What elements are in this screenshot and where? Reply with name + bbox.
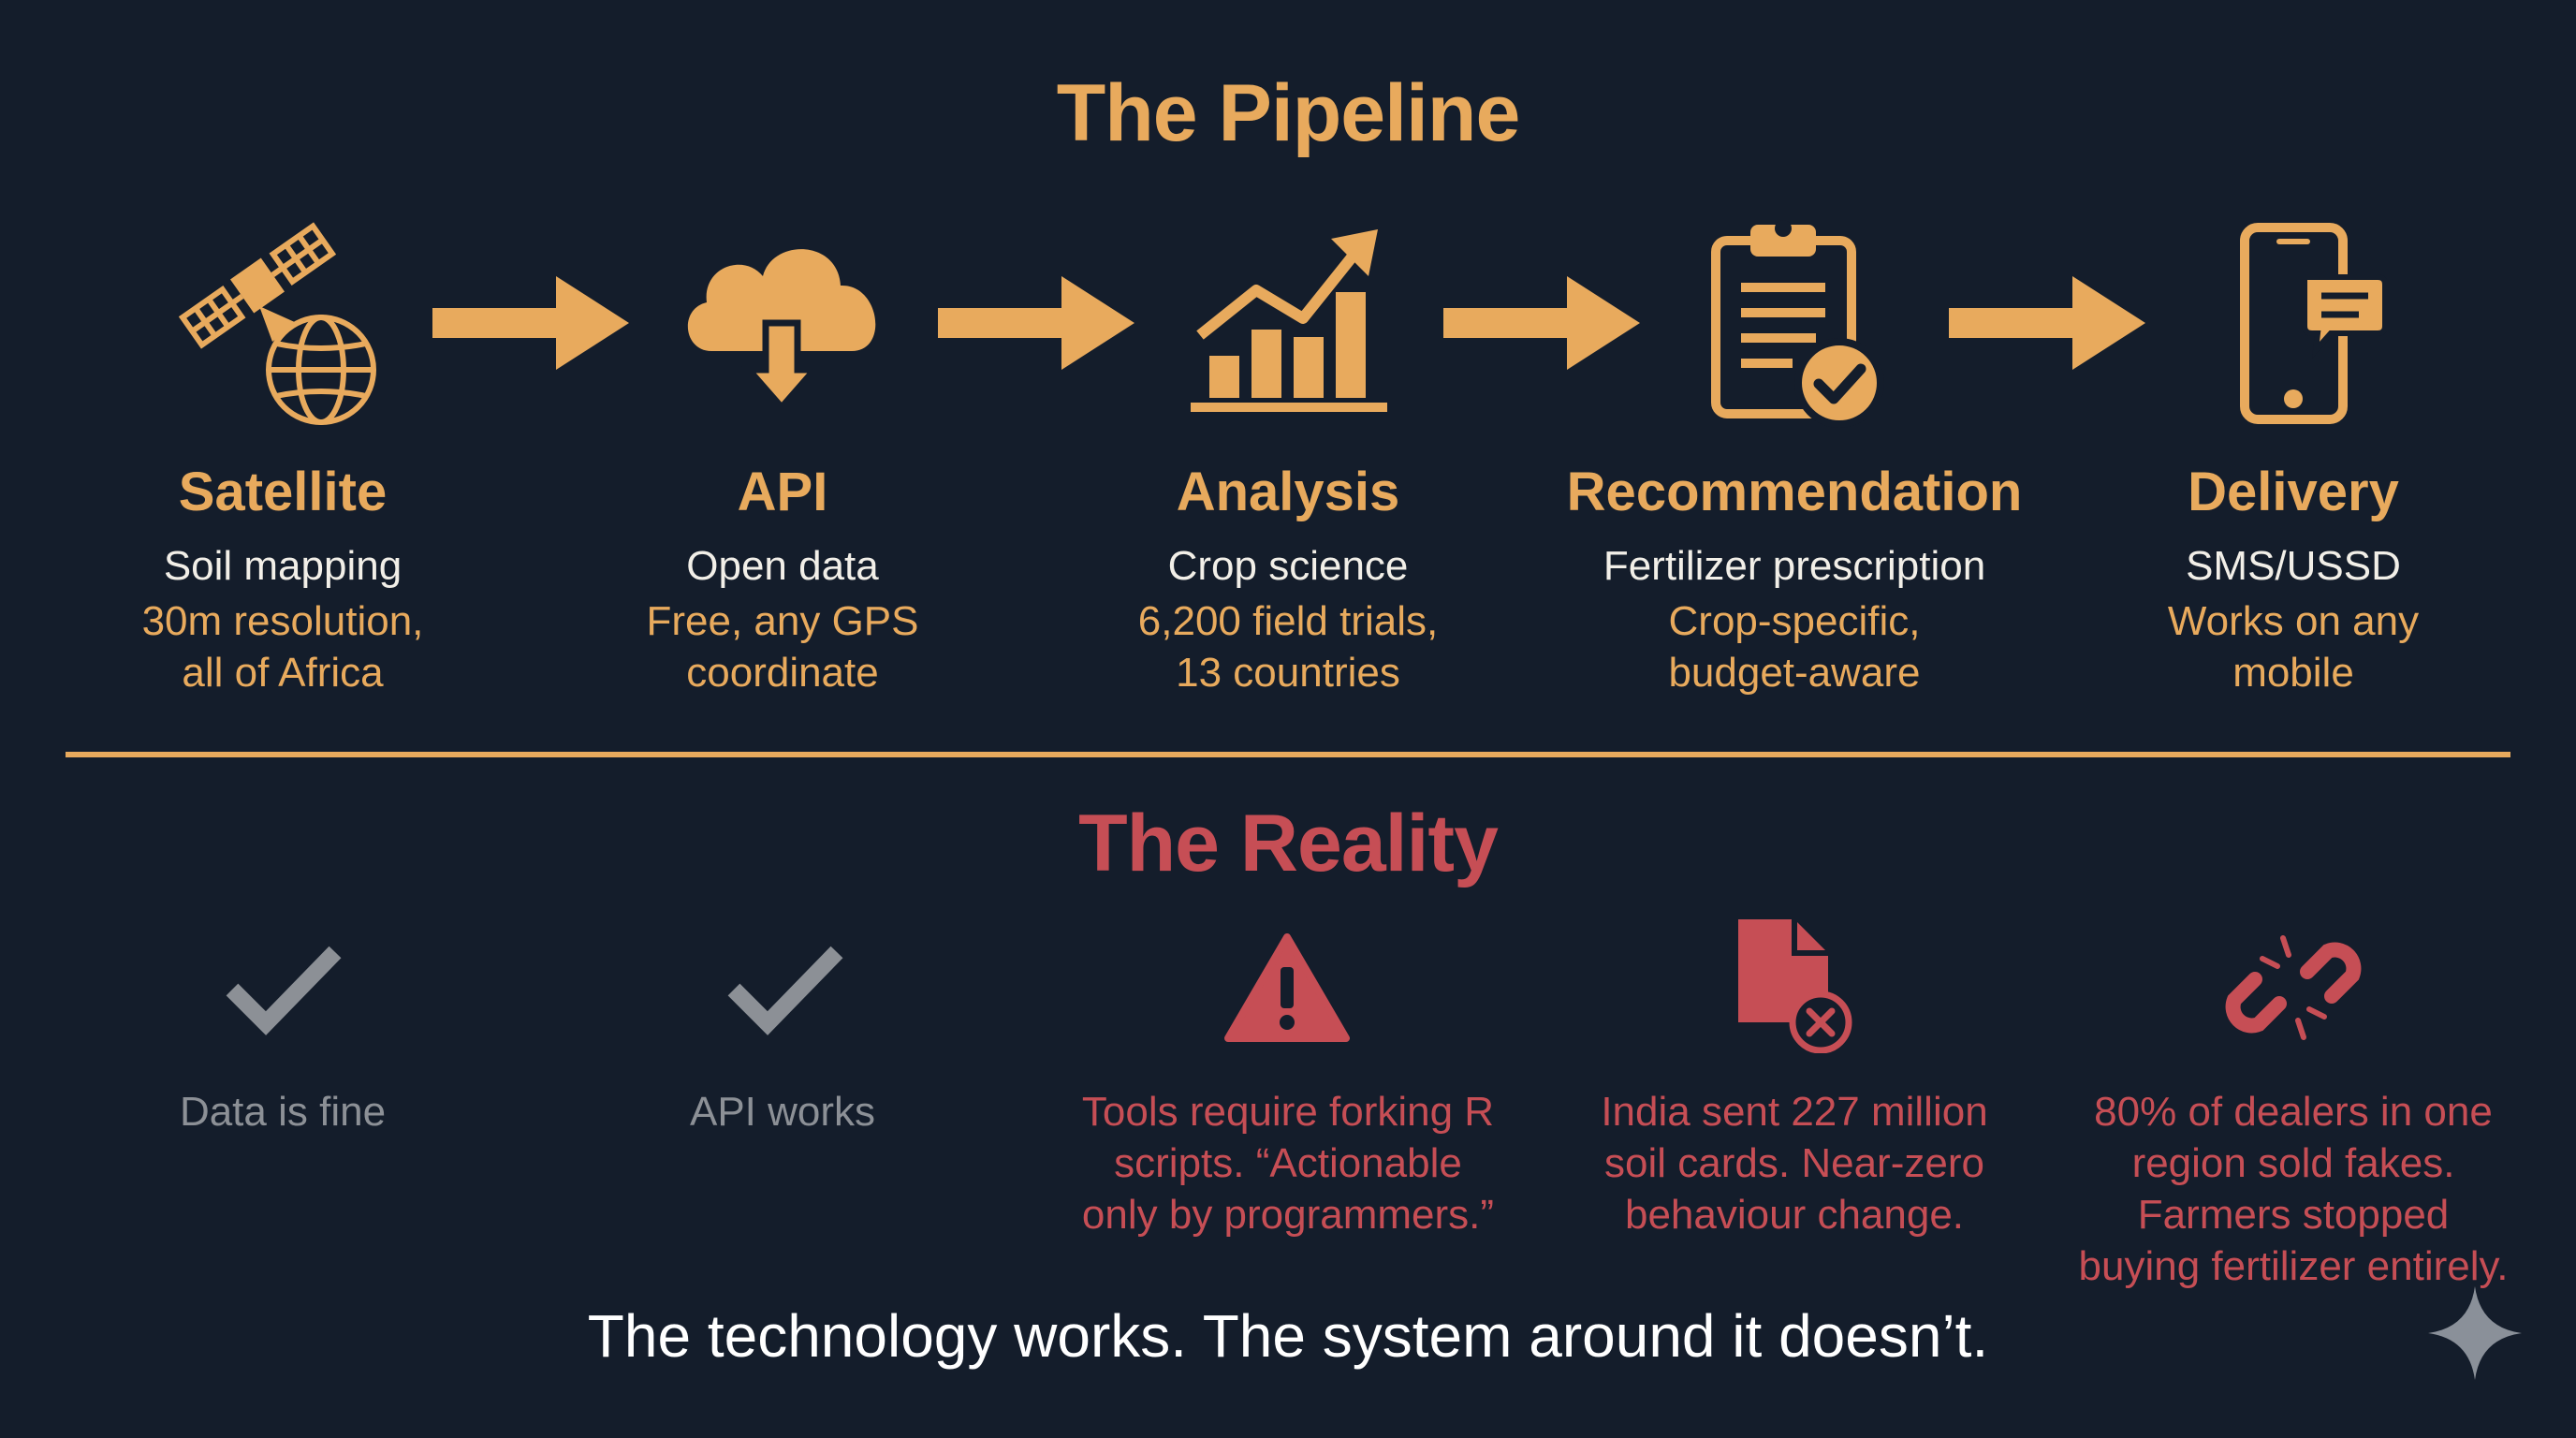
reality-title: The Reality <box>1078 799 1499 888</box>
stage-label-api: API <box>737 462 828 522</box>
reality-text-data: Data is fine <box>179 1089 387 1135</box>
reality-text-api: API works <box>689 1089 876 1135</box>
reality-text-soil-cards: India sent 227 million soil cards. Near-… <box>1601 1089 1988 1238</box>
section-divider <box>66 752 2510 757</box>
flow-arrow <box>1949 276 2145 370</box>
stage-detail-analysis: 6,200 field trials, 13 countries <box>1137 598 1439 696</box>
stage-sub-delivery: SMS/USSD <box>2186 543 2401 589</box>
stage-detail-delivery: Works on any mobile <box>2167 598 2420 696</box>
stage-detail-api: Free, any GPS coordinate <box>646 598 919 696</box>
clipboard-check-icon <box>1708 217 1891 428</box>
reality-text-tools: Tools require forking R scripts. “Action… <box>1081 1089 1495 1238</box>
checkmark-icon <box>723 941 846 1036</box>
stage-label-satellite: Satellite <box>178 462 388 522</box>
flow-arrow <box>938 276 1134 370</box>
stage-detail-recommendation: Crop-specific, budget-aware <box>1668 598 1921 696</box>
cloud-download-icon <box>674 229 889 417</box>
reality-text-dealers: 80% of dealers in one region sold fakes.… <box>2078 1089 2509 1289</box>
stage-sub-api: Open data <box>686 543 879 589</box>
stage-sub-analysis: Crop science <box>1167 543 1409 589</box>
footer-caption: The technology works. The system around … <box>587 1302 1989 1370</box>
phone-message-icon <box>2237 223 2387 424</box>
stage-sub-satellite: Soil mapping <box>163 543 402 589</box>
sparkle-icon <box>2428 1286 2522 1380</box>
satellite-globe-icon <box>154 192 388 426</box>
flow-arrow <box>1443 276 1640 370</box>
stage-label-recommendation: Recommendation <box>1566 462 2023 522</box>
stage-label-delivery: Delivery <box>2188 462 2399 522</box>
stage-sub-recommendation: Fertilizer prescription <box>1603 543 1986 589</box>
stage-detail-satellite: 30m resolution, all of Africa <box>141 598 424 696</box>
pipeline-title: The Pipeline <box>1056 68 1521 158</box>
warning-icon <box>1224 932 1350 1044</box>
document-error-icon <box>1736 917 1858 1053</box>
checkmark-icon <box>221 941 344 1036</box>
broken-link-icon <box>2223 917 2364 1058</box>
stage-label-analysis: Analysis <box>1176 462 1400 522</box>
flow-arrow <box>432 276 629 370</box>
bar-chart-trend-icon <box>1191 225 1387 417</box>
